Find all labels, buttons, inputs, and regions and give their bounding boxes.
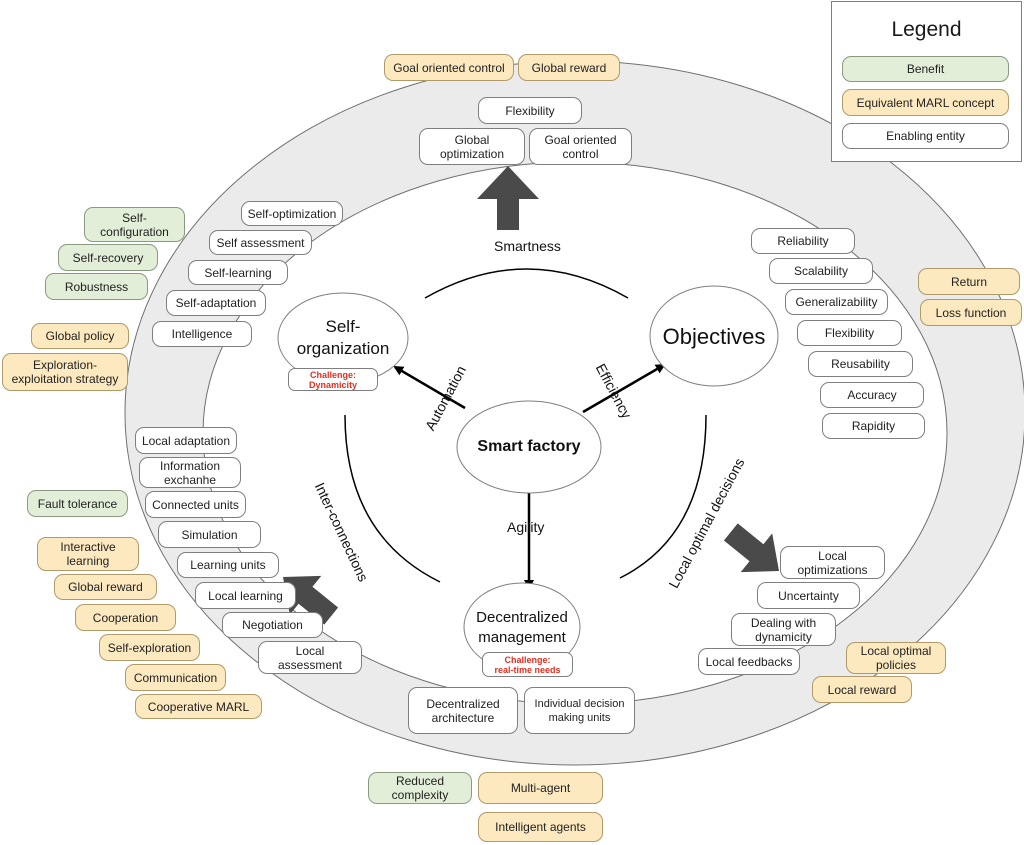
entity-local-feedbacks: Local feedbacks bbox=[698, 648, 800, 675]
marl-communication: Communication bbox=[125, 664, 226, 691]
benefit-self-configuration: Self- configuration bbox=[84, 207, 185, 242]
arc-smartness bbox=[424, 268, 629, 299]
arc-interconnections bbox=[344, 414, 441, 583]
challenge-real-time-badge: Challenge: real-time needs bbox=[482, 652, 573, 677]
marl-multi-agent: Multi-agent bbox=[478, 772, 603, 804]
marl-interactive-learning: Interactive learning bbox=[37, 537, 139, 571]
legend-item-marl: Equivalent MARL concept bbox=[842, 89, 1009, 116]
entity-rapidity: Rapidity bbox=[822, 413, 925, 439]
entity-decentralized-architecture: Decentralized architecture bbox=[408, 687, 518, 734]
node-objectives-ellipse bbox=[649, 285, 779, 387]
entity-connected-units: Connected units bbox=[145, 491, 246, 518]
link-agility-label: Agility bbox=[507, 519, 545, 535]
legend-item-entity: Enabling entity bbox=[842, 123, 1009, 149]
entity-self-assessment: Self assessment bbox=[209, 230, 312, 255]
legend-item-benefit: Benefit bbox=[842, 56, 1009, 82]
marl-goal-oriented-control: Goal oriented control bbox=[384, 54, 514, 81]
benefit-self-recovery: Self-recovery bbox=[58, 244, 158, 271]
big-arrow-right bbox=[723, 523, 779, 573]
marl-exploration-exploitation: Exploration- exploitation strategy bbox=[2, 353, 128, 391]
entity-flexibility-top: Flexibility bbox=[478, 97, 582, 124]
entity-information-exchange: Information exchanhe bbox=[139, 457, 241, 488]
entity-reliability: Reliability bbox=[751, 228, 855, 254]
benefit-fault-tolerance: Fault tolerance bbox=[27, 490, 128, 517]
benefit-robustness: Robustness bbox=[45, 273, 148, 300]
entity-local-adaptation: Local adaptation bbox=[135, 427, 237, 454]
marl-intelligent-agents: Intelligent agents bbox=[478, 812, 603, 842]
entity-local-assessment: Local assessment bbox=[258, 641, 362, 674]
entity-global-optimization: Global optimization bbox=[419, 128, 525, 165]
marl-loss-function: Loss function bbox=[920, 299, 1022, 326]
marl-local-reward: Local reward bbox=[812, 676, 912, 703]
entity-reusability: Reusability bbox=[808, 351, 913, 377]
entity-individual-decision-units: Individual decision making units bbox=[524, 687, 635, 734]
benefit-reduced-complexity: Reduced complexity bbox=[368, 772, 472, 804]
marl-cooperation: Cooperation bbox=[75, 604, 176, 631]
marl-self-exploration: Self-exploration bbox=[99, 634, 200, 661]
entity-dealing-with-dynamicity: Dealing with dynamicity bbox=[731, 613, 836, 646]
entity-learning-units: Learning units bbox=[177, 552, 279, 578]
entity-scalability: Scalability bbox=[769, 258, 873, 284]
entity-goal-oriented-control: Goal oriented control bbox=[529, 128, 632, 165]
challenge-dynamicity-badge: Challenge: Dynamicity bbox=[288, 368, 378, 391]
marl-local-optimal-policies: Local optimal policies bbox=[846, 642, 946, 674]
big-arrow-left bbox=[283, 575, 339, 625]
marl-return: Return bbox=[918, 268, 1020, 295]
entity-self-optimization: Self-optimization bbox=[241, 201, 343, 226]
arrow-automation bbox=[393, 365, 466, 410]
marl-global-reward-top: Global reward bbox=[518, 54, 620, 81]
entity-local-learning: Local learning bbox=[195, 582, 296, 609]
marl-global-policy: Global policy bbox=[31, 323, 129, 349]
entity-self-adaptation: Self-adaptation bbox=[166, 290, 266, 316]
node-self-organization-label: Self- organization bbox=[296, 317, 390, 358]
legend-panel: Legend Benefit Equivalent MARL concept E… bbox=[831, 1, 1022, 162]
node-objectives-label: Objectives bbox=[662, 324, 766, 349]
marl-global-reward-left: Global reward bbox=[54, 574, 157, 600]
arrow-efficiency bbox=[582, 363, 666, 414]
node-smart-factory-label: Smart factory bbox=[477, 438, 581, 455]
entity-generalizability: Generalizability bbox=[785, 289, 888, 315]
entity-intelligence: Intelligence bbox=[152, 321, 252, 347]
big-arrow-top bbox=[477, 166, 539, 230]
marl-cooperative-marl: Cooperative MARL bbox=[135, 694, 262, 719]
entity-accuracy: Accuracy bbox=[820, 382, 924, 408]
arc-local-optimal bbox=[619, 414, 707, 579]
arc-smartness-label: Smartness bbox=[494, 238, 561, 254]
entity-local-optimizations: Local optimizations bbox=[780, 546, 885, 579]
entity-flexibility-right: Flexibility bbox=[797, 320, 902, 346]
node-decentralized-label: Decentralized management bbox=[476, 609, 568, 646]
entity-negotiation: Negotiation bbox=[222, 612, 323, 638]
node-smart-factory-ellipse bbox=[456, 400, 602, 494]
legend-title: Legend bbox=[891, 18, 962, 41]
entity-uncertainty: Uncertainty bbox=[757, 582, 860, 609]
entity-simulation: Simulation bbox=[158, 521, 261, 548]
entity-self-learning: Self-learning bbox=[188, 260, 288, 285]
